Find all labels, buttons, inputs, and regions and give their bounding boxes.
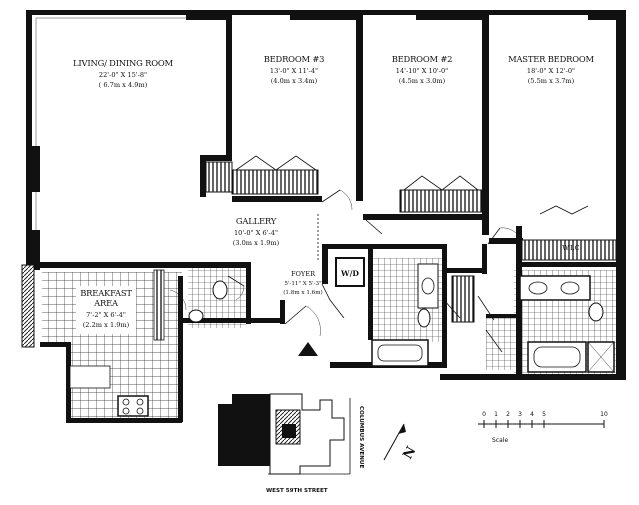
scale-tick-label: 1 xyxy=(494,411,498,418)
scale-bar: 0 1 2 3 4 5 10 Scale xyxy=(478,411,608,444)
room-dim-ft-gallery: 10'-0" X 6'-4" xyxy=(234,229,278,237)
room-name-bedroom-2: BEDROOM #2 xyxy=(392,54,453,64)
room-dim-m-breakfast: (2.2m x 1.9m) xyxy=(83,321,130,329)
north-arrow: N xyxy=(383,423,419,462)
street-label: WEST 59TH STREET xyxy=(266,488,328,494)
avenue-label: COLUMBUS AVENUE xyxy=(358,406,364,468)
wic-label: W.I.C xyxy=(562,244,579,252)
scale-tick-label: 3 xyxy=(518,411,522,418)
closets xyxy=(153,161,617,341)
room-dim-ft-foyer: 5'-11" X 5'-3" xyxy=(284,281,322,287)
room-dim-m-bedroom-2: (4.5m x 3.0m) xyxy=(399,77,446,85)
scale-tick-label: 4 xyxy=(530,411,534,418)
scale-tick-label: 5 xyxy=(542,411,546,418)
room-name-gallery: GALLERY xyxy=(236,216,277,226)
room-dim-m-bedroom-3: (4.0m x 3.4m) xyxy=(271,77,318,85)
key-plan: WEST 59TH STREET COLUMBUS AVENUE xyxy=(218,393,364,494)
fixtures xyxy=(69,214,615,417)
room-dim-ft-living-dining: 22'-0" X 15'-8" xyxy=(99,71,147,79)
room-dim-m-living-dining: ( 6.7m x 4.9m) xyxy=(99,81,148,89)
doors xyxy=(169,155,589,353)
room-dim-ft-bedroom-3: 13'-0" X 11'-4" xyxy=(270,67,318,75)
room-dim-m-master-bedroom: (5.5m x 3.7m) xyxy=(528,77,575,85)
room-labels: LIVING/ DINING ROOM 22'-0" X 15'-8" ( 6.… xyxy=(73,54,595,334)
room-dim-ft-bedroom-2: 14'-10" X 10'-0" xyxy=(396,67,448,75)
room-dim-m-gallery: (3.0m x 1.9m) xyxy=(233,239,280,247)
wd-label: W/D xyxy=(340,269,359,278)
room-name-bedroom-3: BEDROOM #3 xyxy=(264,54,325,64)
interior-walls xyxy=(40,15,616,376)
scale-label: Scale xyxy=(492,437,508,444)
room-name-breakfast-area: AREA xyxy=(93,298,119,308)
scale-tick-label: 10 xyxy=(600,411,608,418)
scale-tick-label: 0 xyxy=(482,411,486,418)
north-label: N xyxy=(400,444,419,462)
room-name-breakfast: BREAKFAST xyxy=(80,288,132,298)
room-dim-ft-master-bedroom: 18'-0" X 12'-0" xyxy=(527,67,575,75)
room-name-master-bedroom: MASTER BEDROOM xyxy=(508,54,594,64)
room-name-living-dining: LIVING/ DINING ROOM xyxy=(73,58,174,68)
room-dim-m-foyer: (1.8m x 1.6m) xyxy=(283,289,322,296)
room-dim-ft-breakfast: 7'-2" X 6'-4" xyxy=(86,311,126,319)
room-name-foyer: FOYER xyxy=(291,270,316,278)
scale-tick-label: 2 xyxy=(506,411,510,418)
